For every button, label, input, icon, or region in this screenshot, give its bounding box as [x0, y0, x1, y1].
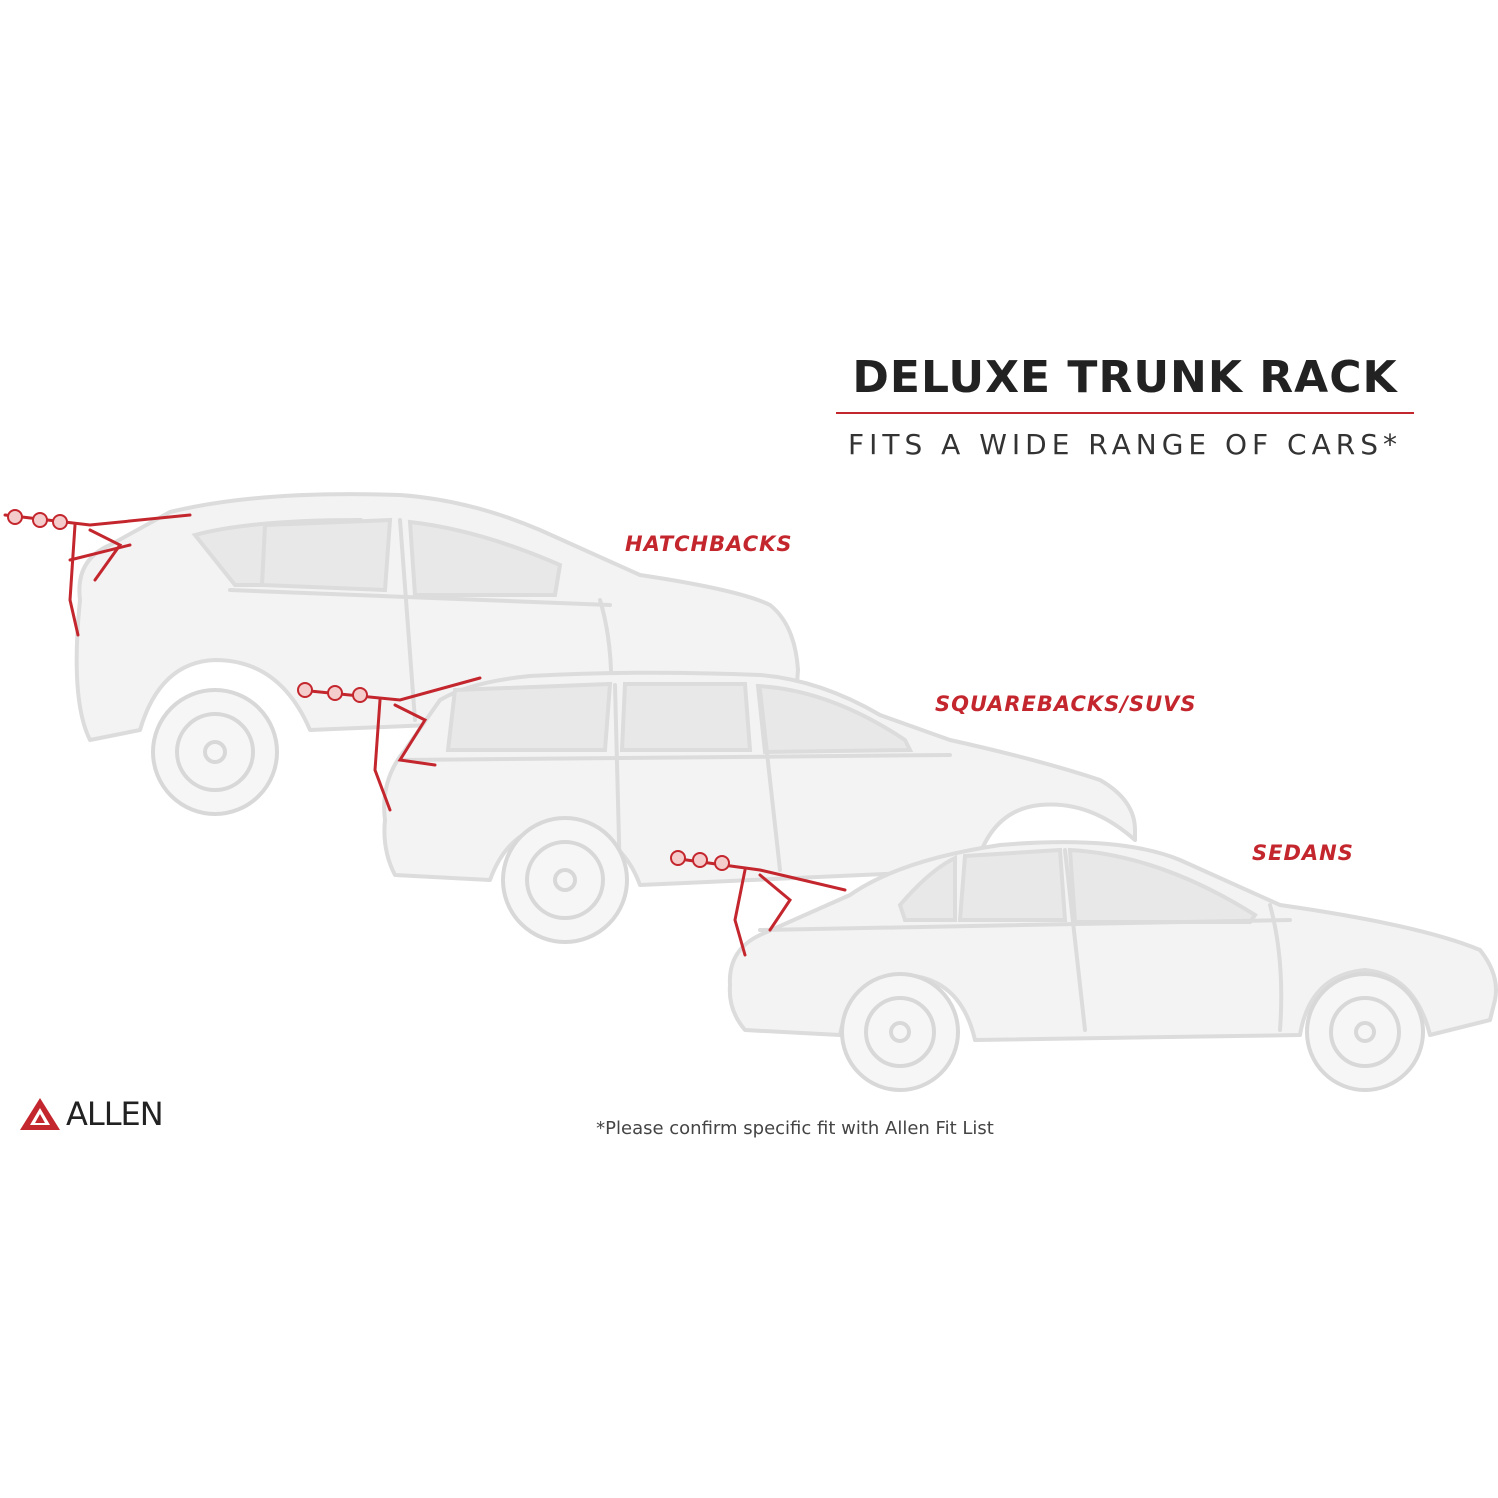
bike-rack-sedan	[670, 850, 847, 957]
brand-name: ALLEN	[66, 1095, 164, 1133]
bike-rack-squareback	[297, 676, 482, 812]
sedan-car	[727, 840, 1498, 1092]
label-squarebacks: SQUAREBACKS/SUVS	[935, 692, 1197, 716]
fit-footnote: *Please confirm specific fit with Allen …	[596, 1118, 994, 1139]
label-hatchbacks: HATCHBACKS	[625, 532, 793, 556]
page-subtitle: FITS A WIDE RANGE OF CARS*	[848, 428, 1402, 461]
title-divider	[836, 412, 1414, 414]
bike-rack-hatchback	[3, 509, 192, 637]
allen-mountain-icon	[20, 1098, 60, 1130]
label-sedans: SEDANS	[1252, 841, 1354, 865]
squareback-car	[382, 670, 1137, 944]
brand-logo: ALLEN	[20, 1098, 240, 1130]
page-title: DELUXE TRUNK RACK	[852, 352, 1398, 403]
